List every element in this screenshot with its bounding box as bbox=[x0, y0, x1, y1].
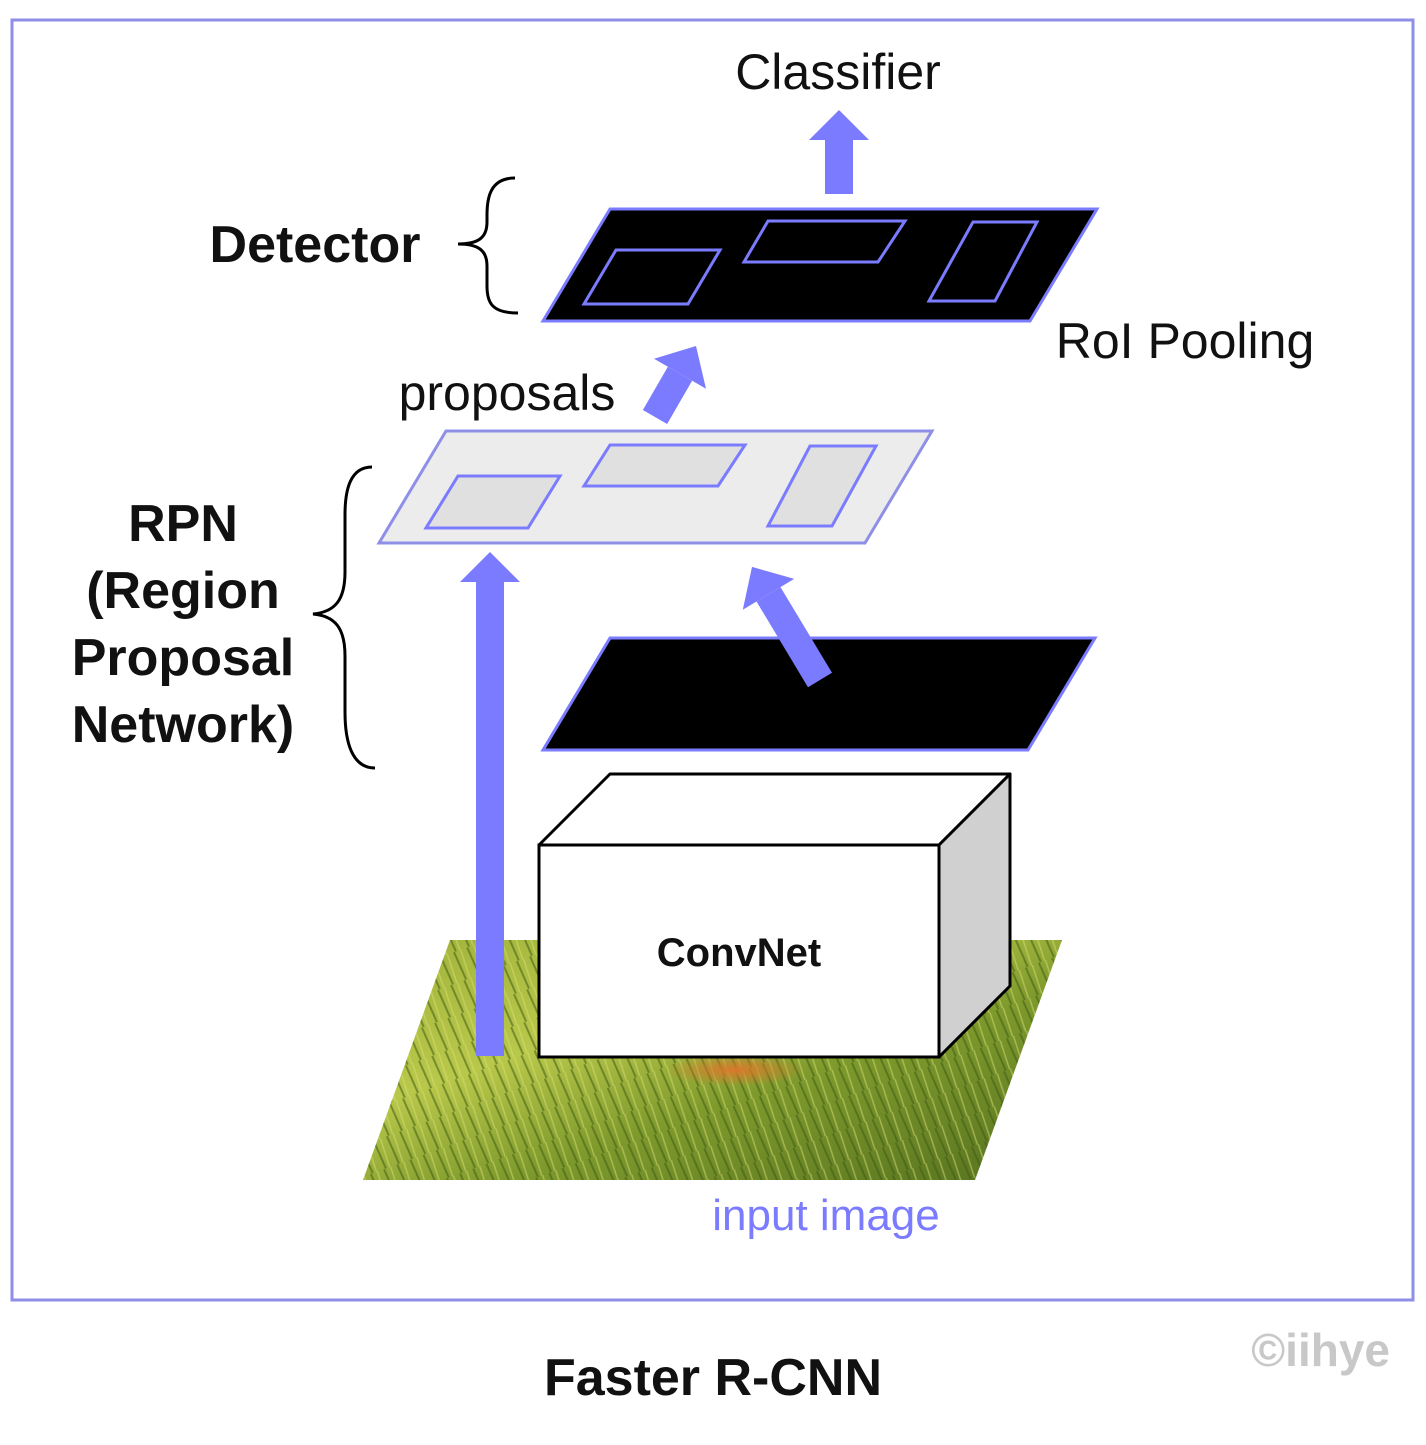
rpn-brace bbox=[312, 465, 376, 770]
watermark: ©iihye bbox=[1251, 1324, 1390, 1376]
roi-box bbox=[741, 219, 908, 264]
to-classifier-arrow bbox=[809, 110, 869, 194]
rpn-proposal-box bbox=[765, 444, 879, 528]
rpn-plane bbox=[376, 429, 935, 545]
roi-box bbox=[581, 248, 723, 306]
rpn-proposal-box bbox=[423, 474, 563, 530]
proposals-label: proposals bbox=[399, 365, 616, 421]
detector-brace bbox=[457, 176, 519, 315]
input-to-rpn-arrow bbox=[460, 552, 520, 1056]
input-image-label: input image bbox=[712, 1191, 939, 1240]
proposals-arrow bbox=[642, 345, 706, 424]
rpn-proposal-box bbox=[581, 443, 748, 488]
caption: Faster R-CNN bbox=[544, 1349, 882, 1407]
convnet-box: ConvNet bbox=[537, 772, 1012, 1059]
rpn-label-line: (Region bbox=[86, 562, 280, 620]
convnet-label: ConvNet bbox=[657, 931, 821, 975]
rpn-label-line: RPN bbox=[128, 495, 238, 553]
rpn-label-line: Proposal bbox=[72, 629, 295, 687]
detector-label: Detector bbox=[210, 216, 421, 274]
featuremap-to-rpn-arrow bbox=[742, 566, 833, 688]
diagram-frame bbox=[10, 18, 1415, 1302]
feature-map bbox=[540, 636, 1098, 752]
roi-pooling-label: RoI Pooling bbox=[1056, 313, 1315, 369]
roi-box bbox=[926, 220, 1040, 303]
roi-pooling-plane bbox=[540, 207, 1100, 323]
rpn-label-line: Network) bbox=[72, 696, 294, 754]
classifier-label: Classifier bbox=[735, 44, 941, 100]
rpn-label: RPN (Region Proposal Network) bbox=[72, 495, 295, 754]
